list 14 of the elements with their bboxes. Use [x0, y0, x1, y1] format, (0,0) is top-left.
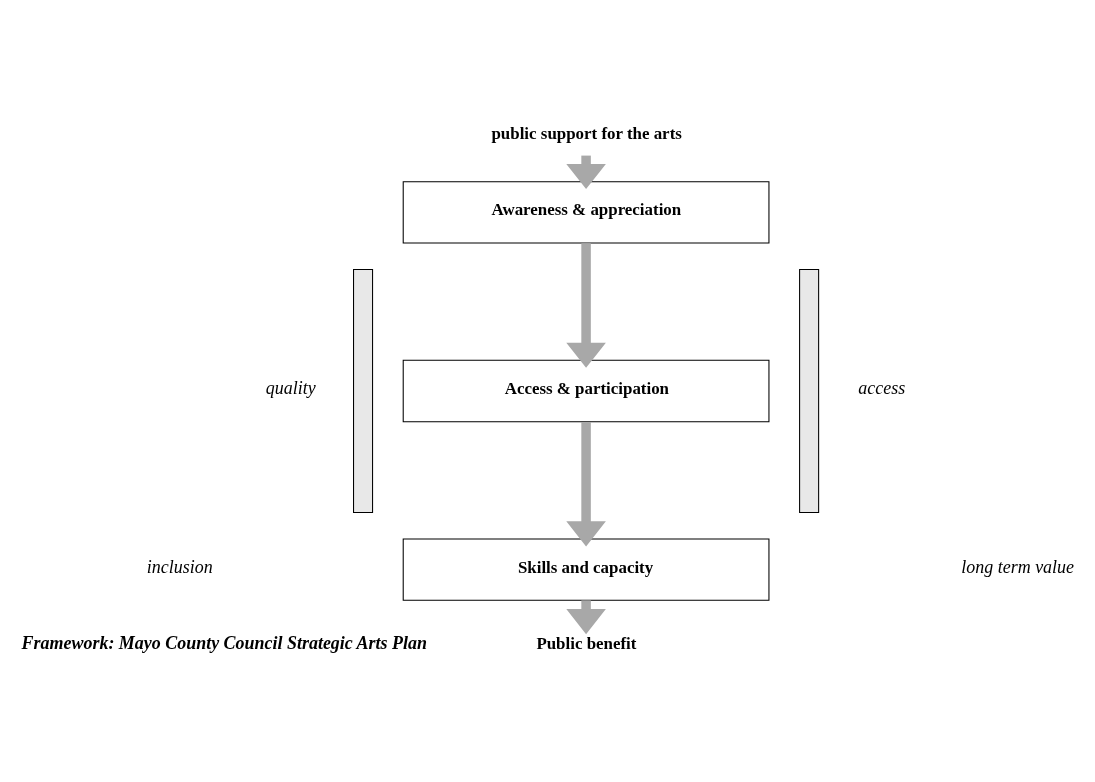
- label: Framework: Mayo County Council Strategic Arts Plan: [21, 633, 427, 654]
- arrow: [566, 422, 606, 547]
- node-text: public support for the arts: [491, 124, 682, 144]
- label: access: [858, 378, 906, 399]
- node-box: Access & participation: [402, 359, 770, 423]
- label: inclusion: [146, 556, 213, 577]
- node-box: Skills and capacity: [402, 538, 770, 601]
- node-bar: [799, 268, 820, 514]
- node-bar: [353, 268, 374, 514]
- arrow: [566, 243, 606, 368]
- label: quality: [265, 378, 316, 399]
- label: long term value: [961, 556, 1075, 577]
- node-box: Awareness & appreciation: [402, 181, 770, 244]
- node-text: Public benefit: [536, 633, 637, 653]
